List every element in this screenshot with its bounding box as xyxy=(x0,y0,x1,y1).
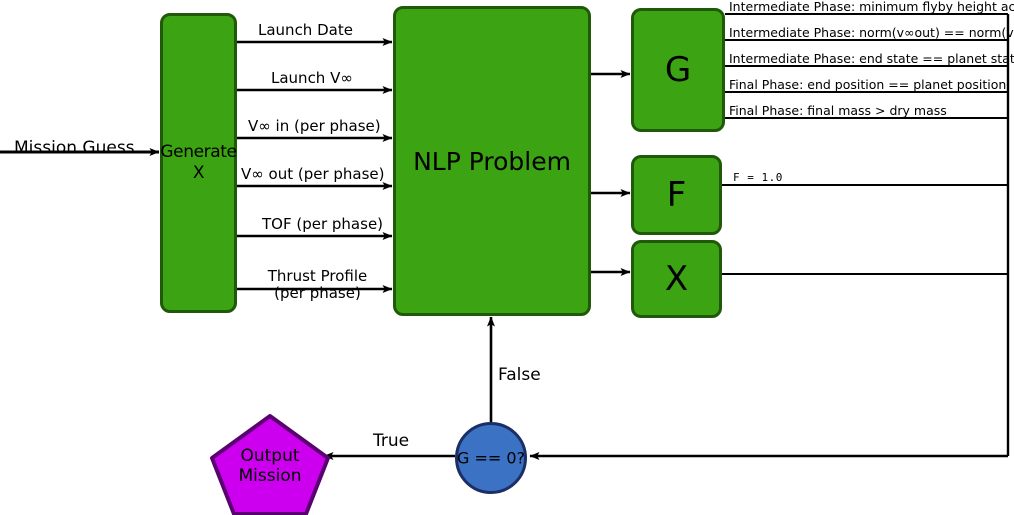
node-decision-g-equals-zero[interactable]: G == 0? xyxy=(455,422,527,494)
node-output-mission-label-line2: Mission xyxy=(238,466,302,486)
node-generate-x[interactable]: Generate X xyxy=(160,13,237,313)
node-g[interactable]: G xyxy=(631,8,725,132)
edge-label-constraint-1: Intermediate Phase: norm(v∞out) == norm(… xyxy=(729,25,1014,40)
edge-label-constraint-4: Final Phase: final mass > dry mass xyxy=(729,103,947,118)
node-generate-x-label-line2: X xyxy=(192,163,205,183)
node-decision-label: G == 0? xyxy=(456,448,526,468)
edge-label-vinf-in: V∞ in (per phase) xyxy=(248,117,381,135)
node-x[interactable]: X xyxy=(631,240,722,318)
node-output-mission[interactable]: Output Mission xyxy=(211,415,329,515)
output-mission-pentagon xyxy=(210,414,330,515)
node-x-label: X xyxy=(664,259,689,299)
edge-label-launch-vinf: Launch V∞ xyxy=(271,69,353,87)
edge-label-false: False xyxy=(498,365,541,385)
edge-label-true: True xyxy=(373,431,410,451)
node-g-label: G xyxy=(664,50,692,90)
node-f[interactable]: F xyxy=(631,155,722,235)
edge-label-thrust-profile: Thrust Profile (per phase) xyxy=(260,268,375,301)
edge-label-thrust-profile-line2: (per phase) xyxy=(274,283,361,302)
edge-label-thrust-profile-line1: Thrust Profile xyxy=(267,267,368,285)
edge-label-vinf-out: V∞ out (per phase) xyxy=(241,165,385,183)
edge-label-constraint-2: Intermediate Phase: end state == planet … xyxy=(729,51,1014,66)
edge-label-objective: F = 1.0 xyxy=(733,171,783,184)
edge-label-constraint-0: Intermediate Phase: minimum flyby height… xyxy=(729,0,1014,14)
edge-label-constraint-3: Final Phase: end position == planet posi… xyxy=(729,77,1007,92)
edge-label-launch-date: Launch Date xyxy=(258,21,353,39)
node-nlp-problem-label: NLP Problem xyxy=(413,146,571,176)
node-generate-x-label-line1: Generate xyxy=(160,141,237,162)
node-f-label: F xyxy=(666,175,687,215)
node-output-mission-label-line1: Output xyxy=(240,445,300,466)
edge-label-tof: TOF (per phase) xyxy=(262,215,384,233)
edge-label-mission-guess: Mission Guess xyxy=(14,138,135,158)
node-nlp-problem[interactable]: NLP Problem xyxy=(393,6,591,316)
